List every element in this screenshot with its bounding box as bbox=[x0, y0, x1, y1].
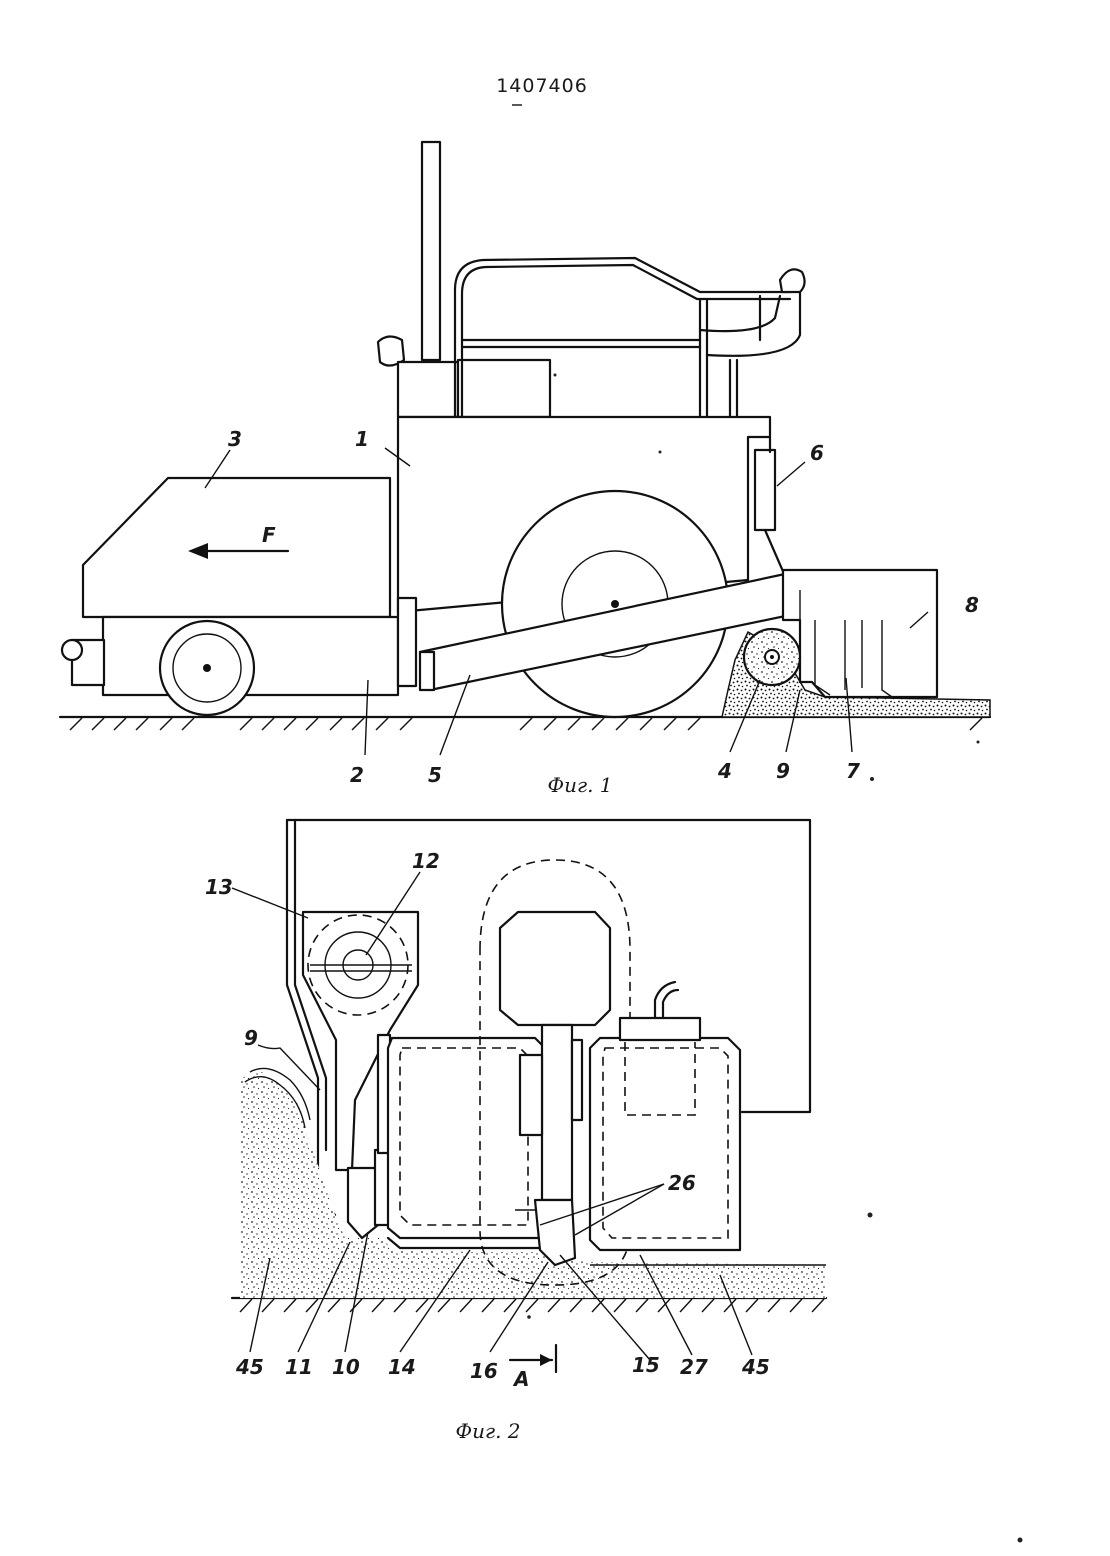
fig2-label-14: 14 bbox=[388, 1355, 416, 1379]
fig1-exhaust-pipe bbox=[422, 142, 440, 360]
fig1-hopper bbox=[83, 478, 390, 617]
fig2-label-45-right: 45 bbox=[741, 1355, 770, 1379]
fig1-label-9: 9 bbox=[776, 759, 790, 783]
fig1-front-wheel bbox=[160, 621, 254, 715]
fig2-label-11: 11 bbox=[285, 1355, 313, 1379]
fig2-label-45-left: 45 bbox=[235, 1355, 264, 1379]
fig2-label-9: 9 bbox=[244, 1026, 258, 1050]
fig2-ground-hatch bbox=[240, 1299, 824, 1312]
fig2-caption: Фиг. 2 bbox=[455, 1419, 520, 1443]
fig1-label-8: 8 bbox=[965, 593, 979, 617]
fig1-label-1: 1 bbox=[355, 427, 369, 451]
fig1-tamper-roller bbox=[744, 629, 800, 685]
figure-2: 12 13 9 26 45 11 10 14 16 A 15 27 45 Фиг… bbox=[205, 820, 826, 1443]
fig1-label-2: 2 bbox=[350, 763, 364, 787]
fig2-label-10: 10 bbox=[332, 1355, 360, 1379]
fig1-label-F: F bbox=[262, 523, 276, 547]
fig2-label-16: 16 bbox=[470, 1359, 498, 1383]
fig2-right-tank bbox=[590, 982, 740, 1250]
fig1-chassis-bracket bbox=[398, 598, 416, 686]
fig1-label-7: 7 bbox=[846, 759, 860, 783]
fig2-label-12: 12 bbox=[412, 849, 440, 873]
fig1-label-3: 3 bbox=[228, 427, 242, 451]
figure-1: 1 3 F 6 8 2 5 4 9 7 Фиг. 1 bbox=[60, 142, 990, 797]
fig1-engine-cover bbox=[458, 360, 550, 417]
fig2-label-13: 13 bbox=[205, 875, 233, 899]
fig1-hydraulic-cylinder bbox=[755, 437, 785, 576]
fig2-label-26: 26 bbox=[668, 1171, 696, 1195]
fig1-label-5: 5 bbox=[428, 763, 442, 787]
fig2-label-A: A bbox=[512, 1367, 529, 1391]
fig1-top-box bbox=[398, 362, 458, 417]
patent-number: 1407406 bbox=[496, 75, 588, 97]
fig2-label-27: 27 bbox=[680, 1355, 708, 1379]
fig1-caption: Фиг. 1 bbox=[547, 773, 612, 797]
fig1-label-6: 6 bbox=[810, 441, 824, 465]
fig1-screed bbox=[783, 570, 937, 697]
fig2-label-15: 15 bbox=[632, 1353, 660, 1377]
fig1-label-4: 4 bbox=[717, 759, 732, 783]
